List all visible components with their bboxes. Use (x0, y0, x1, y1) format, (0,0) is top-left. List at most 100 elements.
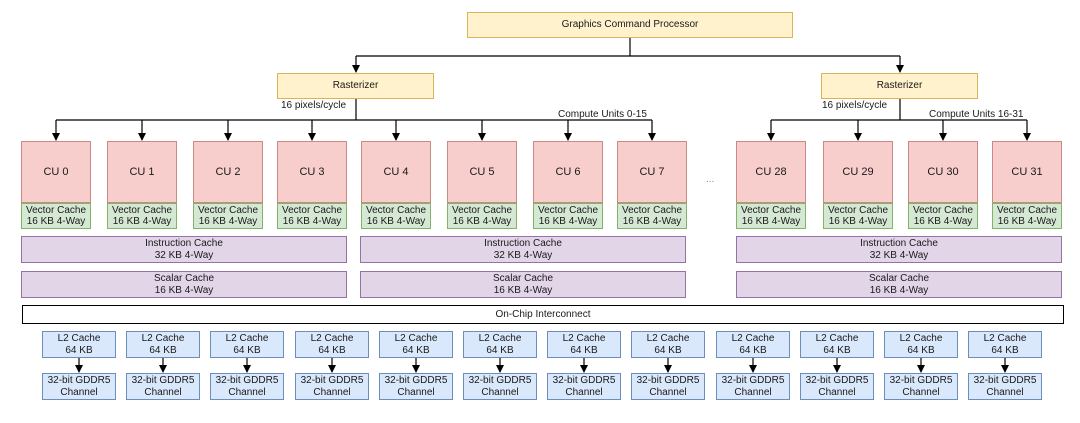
l2-cache-line2: 64 KB (149, 344, 177, 356)
l2-cache-line1: L2 Cache (562, 332, 606, 344)
vector-cache-line2: 16 KB 4-Way (913, 216, 973, 227)
l2-cache-line1: L2 Cache (225, 332, 269, 344)
l2-cache-line2: 64 KB (823, 344, 851, 356)
vector-cache-line1: Vector Cache (996, 205, 1058, 216)
scalar-cache-line2: 16 KB 4-Way (493, 284, 553, 296)
vector-cache-line1: Vector Cache (451, 205, 513, 216)
vector-cache-line2: 16 KB 4-Way (366, 216, 426, 227)
l2-cache-line1: L2 Cache (983, 332, 1027, 344)
instruction-cache-line1: Instruction Cache (484, 237, 562, 249)
compute-unit: CU 28 (736, 141, 806, 203)
l2-cache-line1: L2 Cache (731, 332, 775, 344)
gddr5-channel-line1: 32-bit GDDR5 (215, 374, 279, 386)
scalar-cache-line1: Scalar Cache (153, 272, 215, 284)
gddr5-channel-line1: 32-bit GDDR5 (47, 374, 111, 386)
rasterizer-right: Rasterizer (821, 73, 978, 99)
compute-unit: CU 4 (361, 141, 431, 203)
vector-cache-line1: Vector Cache (621, 205, 683, 216)
pixel-rate-right: 16 pixels/cycle (822, 100, 888, 111)
l2-cache-line1: L2 Cache (141, 332, 185, 344)
compute-unit: CU 0 (21, 141, 91, 203)
l2-cache-line1: L2 Cache (394, 332, 438, 344)
gddr5-channel-line1: 32-bit GDDR5 (721, 374, 785, 386)
vector-cache-line1: Vector Cache (111, 205, 173, 216)
l2-cache-line1: L2 Cache (646, 332, 690, 344)
l2-cache-line1: L2 Cache (310, 332, 354, 344)
l2-cache-line1: L2 Cache (478, 332, 522, 344)
vector-cache-line1: Vector Cache (537, 205, 599, 216)
gddr5-channel-line2: Channel (313, 386, 351, 398)
vector-cache-line2: 16 KB 4-Way (997, 216, 1057, 227)
vector-cache-line1: Vector Cache (912, 205, 974, 216)
gddr5-channel-line1: 32-bit GDDR5 (889, 374, 953, 386)
graphics-command-processor: Graphics Command Processor (467, 12, 793, 38)
scalar-cache-line1: Scalar Cache (868, 272, 930, 284)
gddr5-channel-line2: Channel (60, 386, 98, 398)
l2-cache-line1: L2 Cache (899, 332, 943, 344)
vector-cache-line2: 16 KB 4-Way (622, 216, 682, 227)
vector-cache-line2: 16 KB 4-Way (538, 216, 598, 227)
gddr5-channel-line2: Channel (565, 386, 603, 398)
vector-cache-line2: 16 KB 4-Way (828, 216, 888, 227)
compute-unit: CU 2 (193, 141, 263, 203)
l2-cache-line1: L2 Cache (815, 332, 859, 344)
vector-cache-line2: 16 KB 4-Way (198, 216, 258, 227)
instruction-cache-line1: Instruction Cache (860, 237, 938, 249)
gddr5-channel-line1: 32-bit GDDR5 (805, 374, 869, 386)
compute-unit: CU 3 (277, 141, 347, 203)
vector-cache-line2: 16 KB 4-Way (112, 216, 172, 227)
compute-unit: CU 1 (107, 141, 177, 203)
scalar-cache-line2: 16 KB 4-Way (154, 284, 214, 296)
l2-cache-line2: 64 KB (486, 344, 514, 356)
gddr5-channel-line1: 32-bit GDDR5 (384, 374, 448, 386)
l2-cache-line2: 64 KB (907, 344, 935, 356)
compute-unit: CU 30 (908, 141, 978, 203)
scalar-cache-line2: 16 KB 4-Way (869, 284, 929, 296)
gddr5-channel-line2: Channel (734, 386, 772, 398)
vector-cache-line2: 16 KB 4-Way (741, 216, 801, 227)
gddr5-channel-line2: Channel (818, 386, 856, 398)
instruction-cache-line2: 32 KB 4-Way (869, 249, 929, 261)
vector-cache-line1: Vector Cache (281, 205, 343, 216)
vector-cache-line2: 16 KB 4-Way (452, 216, 512, 227)
on-chip-interconnect: On-Chip Interconnect (22, 305, 1064, 324)
rasterizer-left: Rasterizer (277, 73, 434, 99)
gddr5-channel-line2: Channel (902, 386, 940, 398)
compute-unit: CU 29 (823, 141, 893, 203)
gddr5-channel-line1: 32-bit GDDR5 (300, 374, 364, 386)
vector-cache-line1: Vector Cache (197, 205, 259, 216)
vector-cache-line2: 16 KB 4-Way (26, 216, 86, 227)
vector-cache-line1: Vector Cache (827, 205, 889, 216)
gddr5-channel-line1: 32-bit GDDR5 (131, 374, 195, 386)
instruction-cache-line1: Instruction Cache (145, 237, 223, 249)
compute-unit: CU 31 (992, 141, 1062, 203)
ellipsis: ... (706, 174, 715, 185)
l2-cache-line2: 64 KB (739, 344, 767, 356)
scalar-cache-line1: Scalar Cache (492, 272, 554, 284)
compute-unit: CU 7 (617, 141, 687, 203)
